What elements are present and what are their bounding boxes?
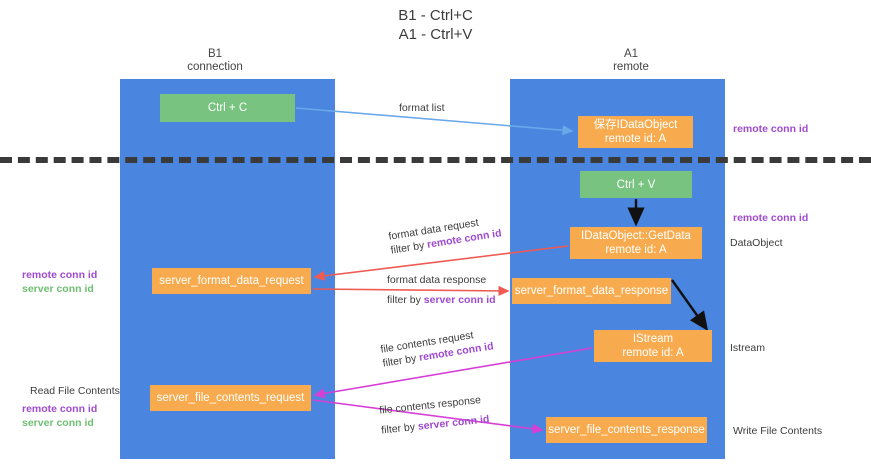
title-line-1: B1 - Ctrl+C: [398, 7, 473, 24]
annotation-remote-conn-id-left-1: remote conn id: [22, 269, 98, 281]
filter-key-server-conn-id: server conn id: [417, 413, 490, 433]
lane-header-a1-sub: remote: [613, 61, 649, 73]
title-line-2: A1 - Ctrl+V: [398, 26, 473, 43]
node-server-format-data-response-label: server_format_data_response: [514, 285, 669, 297]
node-istream[interactable]: IStream remote id: A: [594, 330, 712, 362]
filter-key-server-conn-id: server conn id: [423, 294, 496, 306]
node-server-file-contents-request[interactable]: server_file_contents_request: [150, 385, 311, 411]
lane-header-a1: A1 remote: [556, 48, 706, 74]
edge-label-format-data-response-text: format data response: [387, 274, 487, 286]
node-istream-title: IStream: [632, 333, 674, 345]
annotation-istream: Istream: [730, 342, 766, 354]
lane-header-b1-name: B1: [207, 48, 223, 60]
filter-prefix: filter by: [380, 420, 419, 437]
lane-header-b1: B1 connection: [155, 48, 275, 74]
node-idataobject-title: 保存IDataObject: [593, 119, 678, 131]
page-title: B1 - Ctrl+C A1 - Ctrl+V: [0, 6, 871, 44]
edge-label-file-contents-response-filter: filter by server conn id: [381, 412, 490, 437]
annotation-dataobject: DataObject: [730, 237, 783, 249]
node-getdata-sub: remote id: A: [605, 244, 667, 256]
filter-prefix: filter by: [387, 294, 424, 306]
node-server-format-data-request[interactable]: server_format_data_request: [152, 268, 311, 294]
node-idataobject[interactable]: 保存IDataObject remote id: A: [578, 116, 693, 148]
annotation-server-conn-id-left-1: server conn id: [22, 283, 94, 295]
annotation-conn-ids-top: remote conn id server conn id: [22, 268, 97, 296]
annotation-read-file-contents: Read File Contents: [30, 385, 120, 397]
node-server-format-data-request-label: server_format_data_request: [159, 275, 304, 287]
annotation-remote-conn-id-top: remote conn id: [733, 123, 809, 135]
node-ctrl-c[interactable]: Ctrl + C: [160, 94, 295, 122]
node-getdata-title: IDataObject::GetData: [581, 230, 691, 242]
node-idataobject-sub: remote id: A: [604, 133, 667, 145]
node-ctrl-c-label: Ctrl + C: [207, 102, 248, 114]
annotation-write-file-contents: Write File Contents: [733, 425, 823, 437]
node-ctrl-v[interactable]: Ctrl + V: [580, 171, 692, 198]
annotation-server-conn-id-left-2: server conn id: [22, 417, 94, 429]
node-server-format-data-response[interactable]: server_format_data_response: [512, 278, 671, 304]
annotation-remote-conn-id-mid: remote conn id: [733, 212, 809, 224]
edge-label-format-data-request: format data request filter by remote con…: [387, 212, 503, 257]
node-istream-sub: remote id: A: [622, 347, 684, 359]
edge-label-format-data-response-filter: filter by server conn id: [387, 293, 496, 307]
node-idataobject-getdata[interactable]: IDataObject::GetData remote id: A: [570, 227, 702, 259]
node-server-file-contents-response-label: server_file_contents_response: [548, 424, 705, 436]
edge-label-file-contents-response: file contents response filter by server …: [379, 392, 491, 437]
annotation-remote-conn-id-left-2: remote conn id: [22, 403, 98, 415]
edge-label-format-list: format list: [399, 101, 445, 115]
edge-label-format-data-response: format data response filter by server co…: [387, 273, 496, 307]
edge-label-format-list-text: format list: [399, 102, 445, 114]
annotation-conn-ids-bottom: remote conn id server conn id: [22, 402, 97, 430]
lane-header-b1-sub: connection: [187, 61, 243, 73]
node-server-file-contents-request-label: server_file_contents_request: [156, 392, 305, 404]
node-ctrl-v-label: Ctrl + V: [616, 178, 656, 191]
phase-separator: [0, 157, 871, 163]
node-server-file-contents-response[interactable]: server_file_contents_response: [546, 417, 707, 443]
lane-header-a1-name: A1: [623, 48, 639, 60]
edge-label-file-contents-request: file contents request filter by remote c…: [379, 325, 495, 370]
